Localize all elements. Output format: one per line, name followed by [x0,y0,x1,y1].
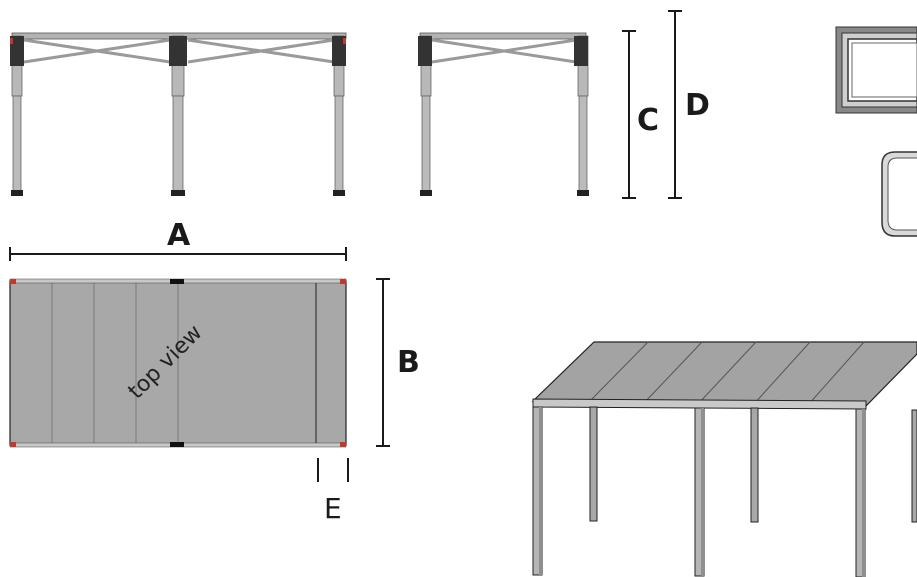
label-b: B [397,345,420,380]
front-leg-middle [169,35,187,196]
perspective-front-beam [532,398,867,410]
front-leg-left [10,35,24,196]
dimension-a [9,247,347,261]
front-elevation [10,32,347,196]
perspective-view [531,341,917,577]
side-elevation [418,32,589,196]
perspective-roof [531,341,917,407]
label-c: C [637,103,659,138]
square-profile-section [835,26,917,114]
side-top-rail [419,32,587,40]
perspective-leg-shading [539,407,865,577]
label-e: E [324,492,342,525]
label-a: A [167,218,191,253]
label-d: D [685,88,710,123]
side-leg-left [418,35,432,196]
dimension-b [376,278,390,447]
top-view: top view [9,278,347,448]
side-leg-right [574,35,589,196]
dimension-c [622,30,636,199]
front-leg-right [332,35,346,196]
rounded-profile-section [881,151,917,237]
dimension-e [317,458,349,482]
perspective-roof-panels [587,341,865,406]
side-scissor-truss [431,38,577,64]
perspective-front-legs [532,406,866,577]
perspective-back-legs [589,406,917,523]
top-view-panel-lines [51,283,179,443]
dimension-d [668,10,682,199]
front-scissor-truss [23,38,335,64]
